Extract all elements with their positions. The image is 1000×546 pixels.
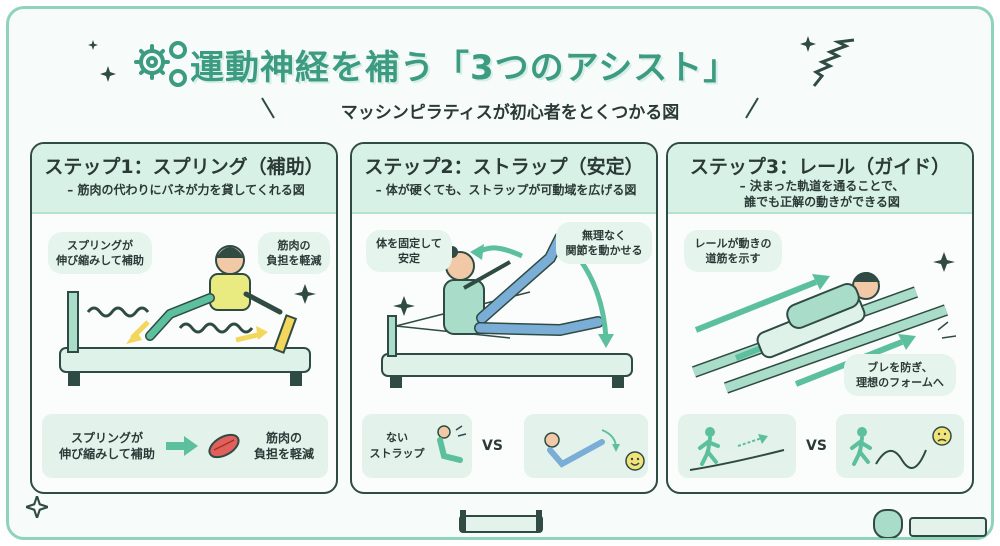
sparkle-icon xyxy=(100,66,116,82)
muscle-icon xyxy=(208,433,240,459)
bubble-line: 道筋を示す xyxy=(705,252,761,265)
bubble-line: 負担を軽減 xyxy=(266,254,322,267)
smile-icon xyxy=(625,451,645,471)
arrow-icon xyxy=(166,436,198,456)
desc-line: 誰でも正解の動きができる図 xyxy=(744,195,900,209)
bubble-line: スプリングが xyxy=(67,239,133,252)
bubble-line: ブレを防ぎ、 xyxy=(867,361,933,374)
bottom-line: スプリングが xyxy=(70,431,143,445)
bubble-muscle-relief: 筋肉の 負担を軽減 xyxy=(258,232,330,274)
stretching-person-icon xyxy=(544,429,620,468)
bubble-line: 筋肉の xyxy=(277,239,311,252)
wobbly-person-icon xyxy=(850,426,952,469)
panel-header xyxy=(352,144,656,214)
bottom-line: 負担を軽減 xyxy=(253,447,314,461)
bottom-line: ストラップ xyxy=(369,447,425,460)
no-strap-label: ない ストラップ xyxy=(366,430,428,462)
panel-strap: ステップ2：ストラップ（安定） – 体が硬くても、ストラップが可動域を広げる図 … xyxy=(350,142,658,494)
panel-title: ステップ1：スプリング（補助） xyxy=(44,156,324,178)
bubble-line: 関節を動かせる xyxy=(565,244,643,257)
spring-reformer-illustration xyxy=(59,245,316,386)
with-strap-box xyxy=(524,414,648,478)
bubble-rail-path: レールが動きの 道筋を示す xyxy=(684,230,782,272)
bottom-line: 伸び縮みして補助 xyxy=(59,447,155,461)
no-strap-box xyxy=(362,414,472,478)
struggling-person-icon xyxy=(437,425,467,463)
bottom-line: 筋肉の xyxy=(265,431,302,445)
divider-icon xyxy=(745,97,759,119)
sparkle-icon xyxy=(26,496,48,518)
desc-line: – 決まった軌道を通ることで、 xyxy=(739,179,905,193)
panel-description: – 体が硬くても、ストラップが可動域を広げる図 xyxy=(375,183,637,197)
sparkle-icon xyxy=(800,36,816,52)
bubble-line: 伸び縮みして補助 xyxy=(56,254,144,267)
bubble-line: 無理なく xyxy=(582,229,626,242)
bubble-spring-assist: スプリングが 伸び縮みして補助 xyxy=(48,232,152,274)
vs-label: VS xyxy=(482,438,503,454)
panel-title: ステップ3：レール（ガイド） xyxy=(689,156,951,178)
gear-icon xyxy=(134,41,187,87)
panel-header xyxy=(32,144,336,214)
sparkle-icon xyxy=(88,40,98,50)
panel-description: – 決まった軌道を通ることで、 誰でも正解の動きができる図 xyxy=(678,178,966,210)
panel-spring: ステップ1：スプリング（補助） – 筋肉の代わりにバネが力を貸してくれる図 スプ… xyxy=(30,142,338,494)
panel-header xyxy=(668,144,972,214)
panel-title: ステップ2：ストラップ（安定） xyxy=(364,156,644,178)
strap-reformer-illustration xyxy=(381,232,633,388)
vs-label: VS xyxy=(806,438,827,454)
bubble-joint-move: 無理なく 関節を動かせる xyxy=(556,222,652,264)
guided-box xyxy=(678,414,796,478)
reformer-icon xyxy=(459,510,543,533)
spring-icon xyxy=(812,38,855,87)
page-title: 運動神経を補う「3つのアシスト」 xyxy=(190,48,739,88)
page-subtitle: マッシンピラティスが初心者をとくつかる図 xyxy=(340,103,680,123)
bubble-line: 理想のフォームへ xyxy=(856,376,944,389)
divider-icon xyxy=(261,97,275,119)
bubble-ideal-form: ブレを防ぎ、 理想のフォームへ xyxy=(844,354,956,396)
bottom-text-left: スプリングが 伸び縮みして補助 xyxy=(52,430,162,462)
reformer-icon xyxy=(873,509,987,538)
bubble-stabilize: 体を固定して 安定 xyxy=(366,230,452,272)
bottom-line: ない xyxy=(386,431,408,444)
bottom-text-right: 筋肉の 負担を軽減 xyxy=(244,430,324,462)
bubble-line: 体を固定して xyxy=(376,237,442,250)
panel-description: – 筋肉の代わりにバネが力を貸してくれる図 xyxy=(67,183,305,197)
bubble-line: レールが動きの xyxy=(694,237,772,250)
panel-rail: ステップ3：レール（ガイド） – 決まった軌道を通ることで、 誰でも正解の動きが… xyxy=(666,142,974,494)
walking-person-icon xyxy=(689,427,785,471)
bubble-line: 安定 xyxy=(398,252,420,265)
rail-reformer-illustration xyxy=(691,252,957,394)
